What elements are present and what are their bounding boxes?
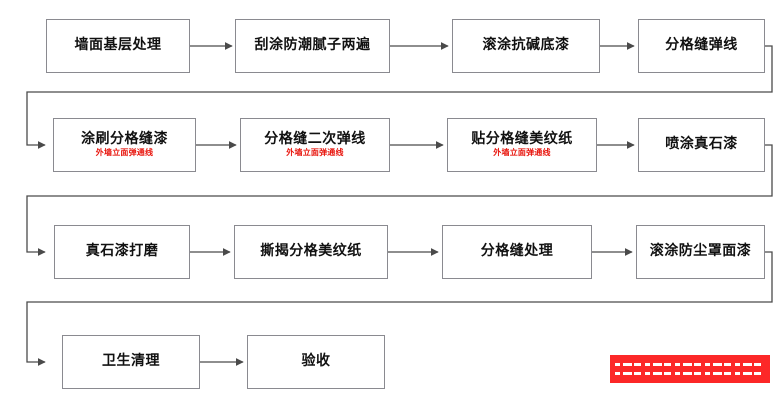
process-node-n13[interactable]: 卫生清理 <box>62 335 200 389</box>
process-node-n2[interactable]: 刮涂防潮腻子两遍 <box>235 19 390 73</box>
process-node-n7[interactable]: 贴分格缝美纹纸 外墙立面弹通线 <box>447 118 597 172</box>
process-node-n8[interactable]: 喷涂真石漆 <box>638 118 765 172</box>
watermark-banner <box>610 355 770 383</box>
node-sublabel: 外墙立面弹通线 <box>493 148 551 158</box>
node-sublabel: 外墙立面弹通线 <box>286 148 344 158</box>
process-node-n6[interactable]: 分格缝二次弹线 外墙立面弹通线 <box>240 118 390 172</box>
process-node-n12[interactable]: 滚涂防尘罩面漆 <box>636 225 765 279</box>
process-node-n3[interactable]: 滚涂抗碱底漆 <box>452 19 600 73</box>
node-label: 验收 <box>301 353 331 370</box>
node-label: 刮涂防潮腻子两遍 <box>254 37 371 54</box>
node-label: 贴分格缝美纹纸 <box>471 130 573 147</box>
node-label: 喷涂真石漆 <box>665 136 738 153</box>
watermark-stripe <box>615 372 765 375</box>
node-label: 滚涂防尘罩面漆 <box>649 243 752 260</box>
node-label: 涂刷分格缝漆 <box>81 130 168 147</box>
node-label: 真石漆打磨 <box>85 243 159 260</box>
process-node-n9[interactable]: 真石漆打磨 <box>54 225 190 279</box>
watermark-stripe <box>615 363 765 366</box>
node-label: 分格缝二次弹线 <box>264 130 366 147</box>
node-label: 分格缝弹线 <box>665 37 738 54</box>
process-node-n5[interactable]: 涂刷分格缝漆 外墙立面弹通线 <box>53 118 196 172</box>
node-label: 滚涂抗碱底漆 <box>482 37 570 54</box>
process-node-n11[interactable]: 分格缝处理 <box>442 225 592 279</box>
process-node-n4[interactable]: 分格缝弹线 <box>638 19 765 73</box>
node-label: 撕揭分格美纹纸 <box>260 243 362 260</box>
process-node-n1[interactable]: 墙面基层处理 <box>46 19 190 73</box>
node-label: 卫生清理 <box>102 353 160 370</box>
node-label: 墙面基层处理 <box>74 37 162 54</box>
process-node-n10[interactable]: 撕揭分格美纹纸 <box>234 225 388 279</box>
node-sublabel: 外墙立面弹通线 <box>95 148 154 158</box>
node-label: 分格缝处理 <box>480 243 554 260</box>
process-node-n14[interactable]: 验收 <box>247 335 385 389</box>
